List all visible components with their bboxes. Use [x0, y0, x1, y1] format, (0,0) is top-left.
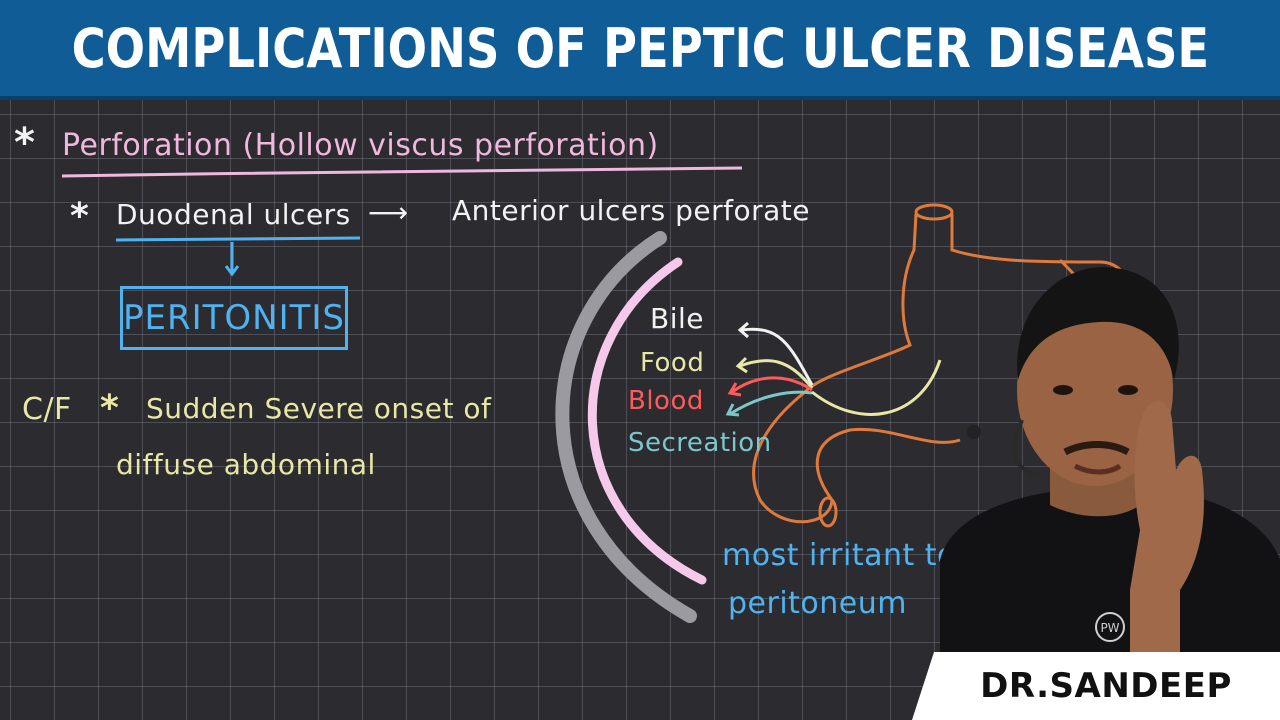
irritant-line-2: peritoneum: [728, 586, 907, 621]
pw-badge: [1095, 612, 1125, 642]
title-banner: COMPLICATIONS OF PEPTIC ULCER DISEASE: [0, 0, 1280, 100]
instructor-hand: [1130, 401, 1204, 660]
right-arrow: ⟶: [368, 196, 409, 229]
duodenal-ulcers-text: Duodenal ulcers: [116, 198, 351, 231]
instructor-face: [1017, 294, 1173, 486]
cf-star: *: [100, 388, 119, 429]
food-label: Food: [640, 348, 705, 378]
instructor-hair: [1017, 266, 1179, 380]
cf-line-2: diffuse abdominal: [116, 448, 376, 481]
presenter-name: DR.SANDEEP: [980, 666, 1232, 706]
irritant-line-1: most irritant to: [722, 538, 956, 573]
pw-badge-text: PW: [1100, 621, 1119, 635]
peritonitis-text: PERITONITIS: [123, 298, 346, 338]
heading-star: *: [14, 120, 35, 166]
perforation-heading: Perforation (Hollow viscus perforation): [62, 128, 659, 163]
peritonitis-box: PERITONITIS: [120, 286, 348, 350]
cf-label: C/F: [22, 392, 72, 427]
blood-label: Blood: [628, 386, 704, 416]
page-title: COMPLICATIONS OF PEPTIC ULCER DISEASE: [71, 16, 1209, 80]
cf-line-1: Sudden Severe onset of: [146, 392, 492, 425]
presenter-name-plate: DR.SANDEEP: [912, 652, 1280, 720]
secretion-label: Secreation: [628, 428, 772, 458]
bile-label: Bile: [650, 302, 704, 335]
anterior-ulcers-text: Anterior ulcers perforate: [452, 194, 810, 227]
duodenal-star: *: [70, 196, 89, 237]
instructor-figure: PW: [940, 266, 1280, 660]
